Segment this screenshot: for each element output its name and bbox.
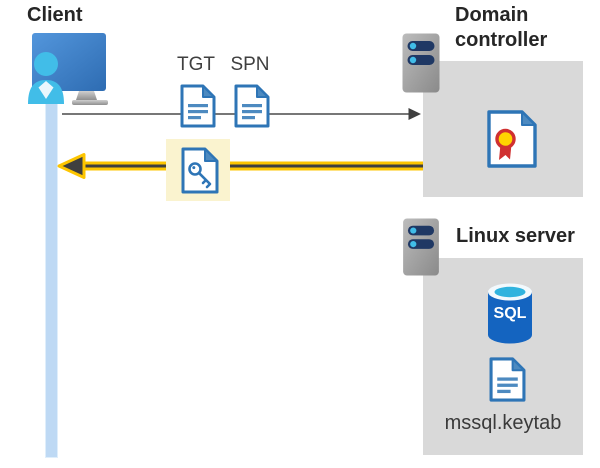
linux-server-icon — [403, 218, 439, 276]
tgt-label: TGT — [177, 54, 215, 75]
domain-controller-title: Domain controller — [455, 4, 548, 51]
tgt-document-icon — [180, 84, 216, 128]
response-arrow — [57, 153, 423, 179]
user-icon — [28, 52, 64, 104]
domain-controller-server-icon — [402, 33, 440, 93]
sql-icon-label: SQL — [494, 305, 527, 322]
sql-database-icon: SQL — [488, 283, 532, 344]
keytab-label: mssql.keytab — [444, 412, 562, 434]
spn-document-icon — [234, 84, 270, 128]
client-computer-icon — [28, 33, 108, 105]
spn-label: SPN — [230, 54, 270, 75]
client-title: Client — [27, 4, 83, 26]
linux-server-title: Linux server — [456, 225, 575, 247]
monitor-icon — [32, 33, 108, 105]
certificate-icon — [487, 110, 537, 168]
key-document-icon — [181, 147, 219, 194]
keytab-document-icon — [489, 357, 526, 402]
